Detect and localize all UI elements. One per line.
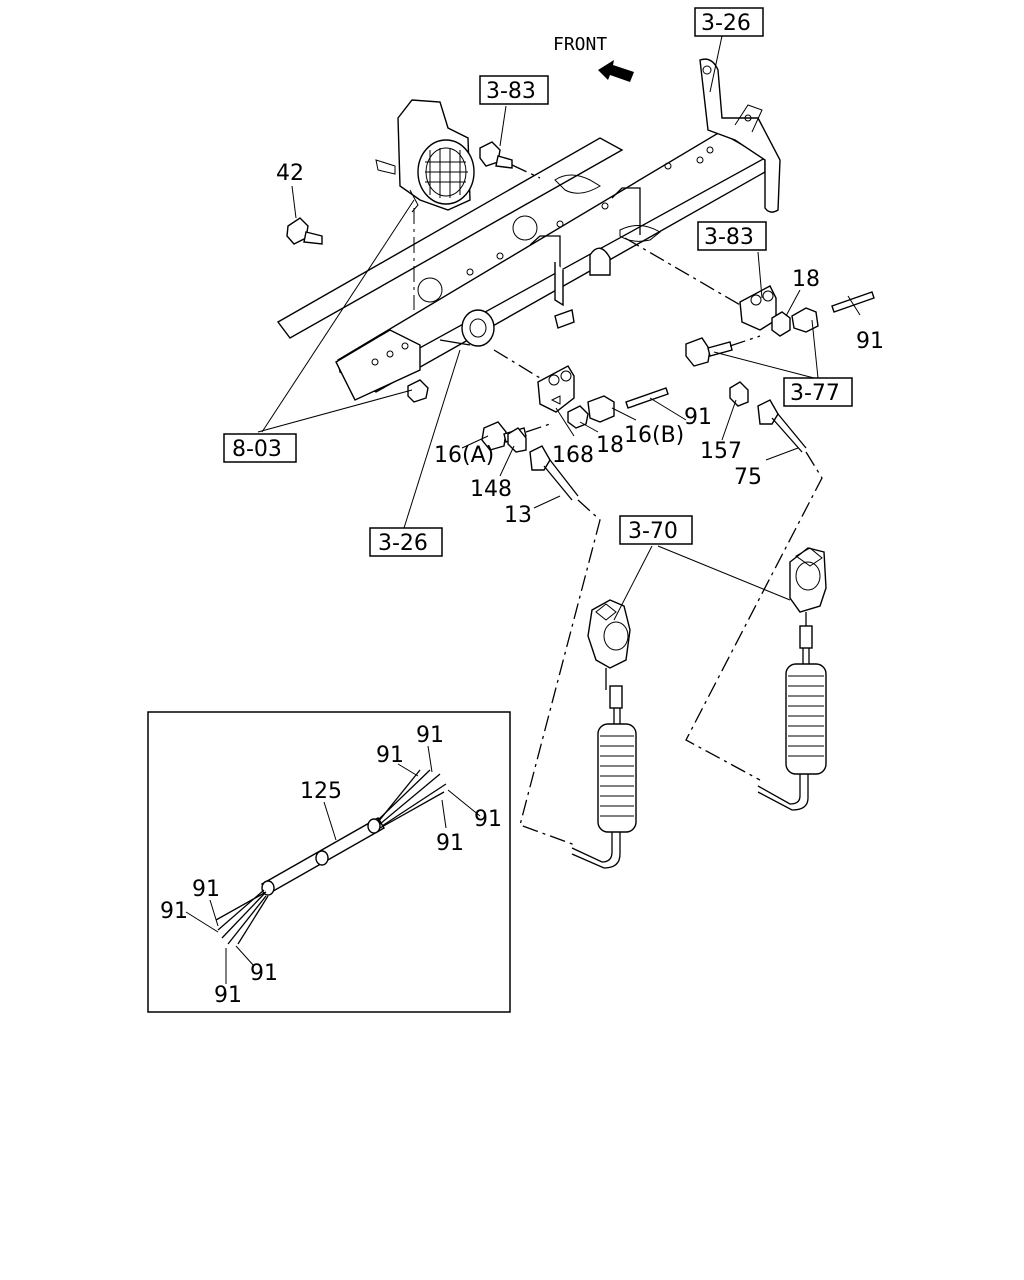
inset-label-91-d: 91 <box>436 831 464 856</box>
ref-box-8-03[interactable]: 8-03 <box>223 433 297 463</box>
inset-label-91-f: 91 <box>160 899 188 924</box>
crossmember-frame <box>276 58 781 403</box>
ref-box-3-77[interactable]: 3-77 <box>783 377 853 407</box>
part-label-16b: 16(B) <box>624 423 684 448</box>
front-arrow-icon <box>598 60 634 82</box>
part-label-168: 168 <box>552 443 594 468</box>
coupling-head-left <box>587 599 631 690</box>
coil-hose-left <box>571 685 637 869</box>
svg-text:8-03: 8-03 <box>232 437 282 462</box>
part-label-16a: 16(A) <box>434 443 494 468</box>
inset-label-91-a: 91 <box>416 723 444 748</box>
svg-text:3-70: 3-70 <box>628 519 678 544</box>
leader-lines <box>257 35 861 621</box>
bracket-right <box>685 285 875 453</box>
part-label-75: 75 <box>734 465 762 490</box>
svg-text:3-83: 3-83 <box>704 225 754 250</box>
hose-route-right <box>685 451 823 781</box>
ref-box-3-83-right[interactable]: 3-83 <box>697 221 767 251</box>
inset-label-125: 125 <box>300 779 342 804</box>
hose-route-left <box>519 499 601 846</box>
front-label: FRONT <box>553 34 607 55</box>
inset-label-91-b: 91 <box>376 743 404 768</box>
coupling-head-right <box>789 547 827 630</box>
part-label-13: 13 <box>504 503 532 528</box>
inset-label-91-e: 91 <box>192 877 220 902</box>
svg-text:3-26: 3-26 <box>378 531 428 556</box>
inset-label-91-c: 91 <box>474 807 502 832</box>
svg-text:3-26: 3-26 <box>701 11 751 36</box>
inset-label-91-g: 91 <box>250 961 278 986</box>
bolt-3-83-top <box>479 141 541 179</box>
ref-box-3-83-top[interactable]: 3-83 <box>479 75 549 105</box>
inset-panel <box>147 711 511 1013</box>
part-label-42: 42 <box>276 161 304 186</box>
part-label-148: 148 <box>470 477 512 502</box>
part-label-157: 157 <box>700 439 742 464</box>
inset-label-91-h: 91 <box>214 983 242 1008</box>
ref-box-3-70[interactable]: 3-70 <box>619 515 693 545</box>
coil-hose-right <box>757 625 827 811</box>
ref-box-3-26-top[interactable]: 3-26 <box>694 7 764 37</box>
svg-text:3-83: 3-83 <box>486 79 536 104</box>
bolt-42 <box>286 217 323 245</box>
ref-box-3-26-bottom[interactable]: 3-26 <box>369 527 443 557</box>
lamp-assembly <box>375 99 475 310</box>
bracket-center <box>481 365 669 501</box>
part-label-18-right: 18 <box>792 267 820 292</box>
part-label-18-center: 18 <box>596 433 624 458</box>
part-label-91-right: 91 <box>856 329 884 354</box>
svg-text:3-77: 3-77 <box>790 381 840 406</box>
part-label-91-center: 91 <box>684 405 712 430</box>
